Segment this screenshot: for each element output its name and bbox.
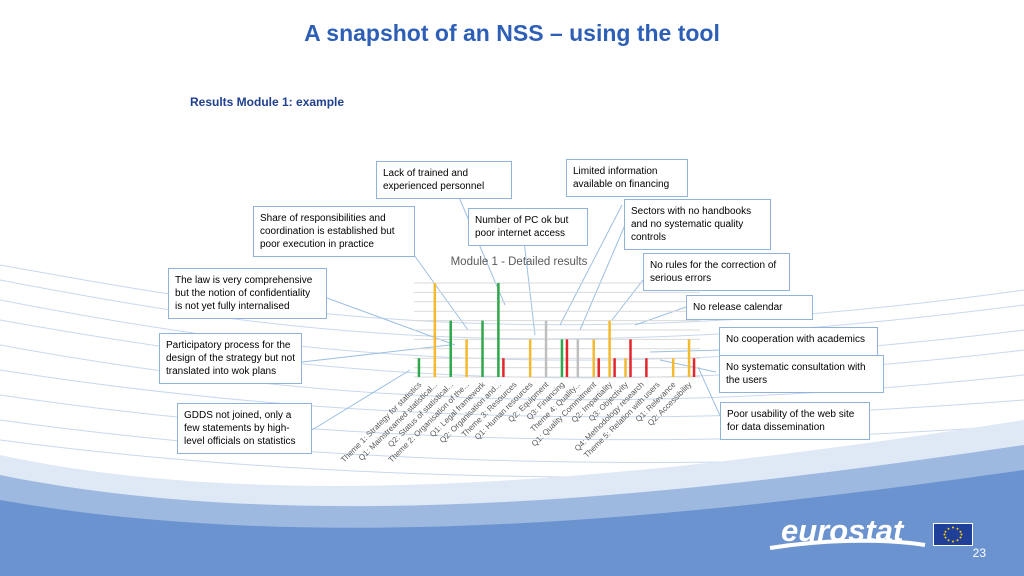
chart-bar xyxy=(417,358,421,377)
callout-correction-rules: No rules for the correction of serious e… xyxy=(643,253,790,291)
page-number: 23 xyxy=(972,546,986,560)
chart-bar xyxy=(608,320,611,377)
callout-user-consultation: No systematic consultation with the user… xyxy=(719,355,884,393)
chart-bar xyxy=(449,320,452,377)
chart-bar xyxy=(645,358,648,377)
chart-bar xyxy=(687,339,691,377)
chart-title: Module 1 - Detailed results xyxy=(450,256,588,268)
chart-bar xyxy=(613,358,616,377)
chart-bar xyxy=(592,339,595,377)
chart-bar xyxy=(671,358,675,377)
slide-title: A snapshot of an NSS – using the tool xyxy=(304,20,720,46)
callout-release-calendar: No release calendar xyxy=(686,295,813,320)
chart-bar xyxy=(544,320,548,377)
callout-responsibilities: Share of responsibilities and coordinati… xyxy=(253,206,415,257)
callout-academics: No cooperation with academics xyxy=(719,327,878,357)
callout-law: The law is very comprehensive but the no… xyxy=(168,268,327,319)
eurostat-logo: eurostat xyxy=(781,513,904,548)
chart-bar xyxy=(576,339,580,377)
callout-handbooks: Sectors with no handbooks and no systema… xyxy=(624,199,771,250)
callout-trained-personnel: Lack of trained and experienced personne… xyxy=(376,161,512,199)
chart-bar xyxy=(560,339,564,377)
chart-bar xyxy=(528,339,532,377)
chart-bar xyxy=(692,358,696,377)
chart-bar xyxy=(597,358,600,377)
callout-pc-internet: Number of PC ok but poor internet access xyxy=(468,208,588,246)
slide-subtitle: Results Module 1: example xyxy=(190,95,345,109)
callout-web-usability: Poor usability of the web site for data … xyxy=(720,402,870,440)
chart-bar xyxy=(465,339,468,377)
callout-participatory: Participatory process for the design of … xyxy=(159,333,302,384)
chart-bar xyxy=(502,358,505,377)
chart-bar xyxy=(624,358,627,377)
callout-financing: Limited information available on financi… xyxy=(566,159,688,197)
callout-gdds: GDDS not joined, only a few statements b… xyxy=(177,403,312,454)
chart-bar xyxy=(497,283,500,377)
chart-bar xyxy=(629,339,632,377)
chart-bar xyxy=(433,283,437,377)
chart-bar xyxy=(565,339,569,377)
eu-flag-icon xyxy=(933,523,973,546)
chart-bar xyxy=(481,320,484,377)
